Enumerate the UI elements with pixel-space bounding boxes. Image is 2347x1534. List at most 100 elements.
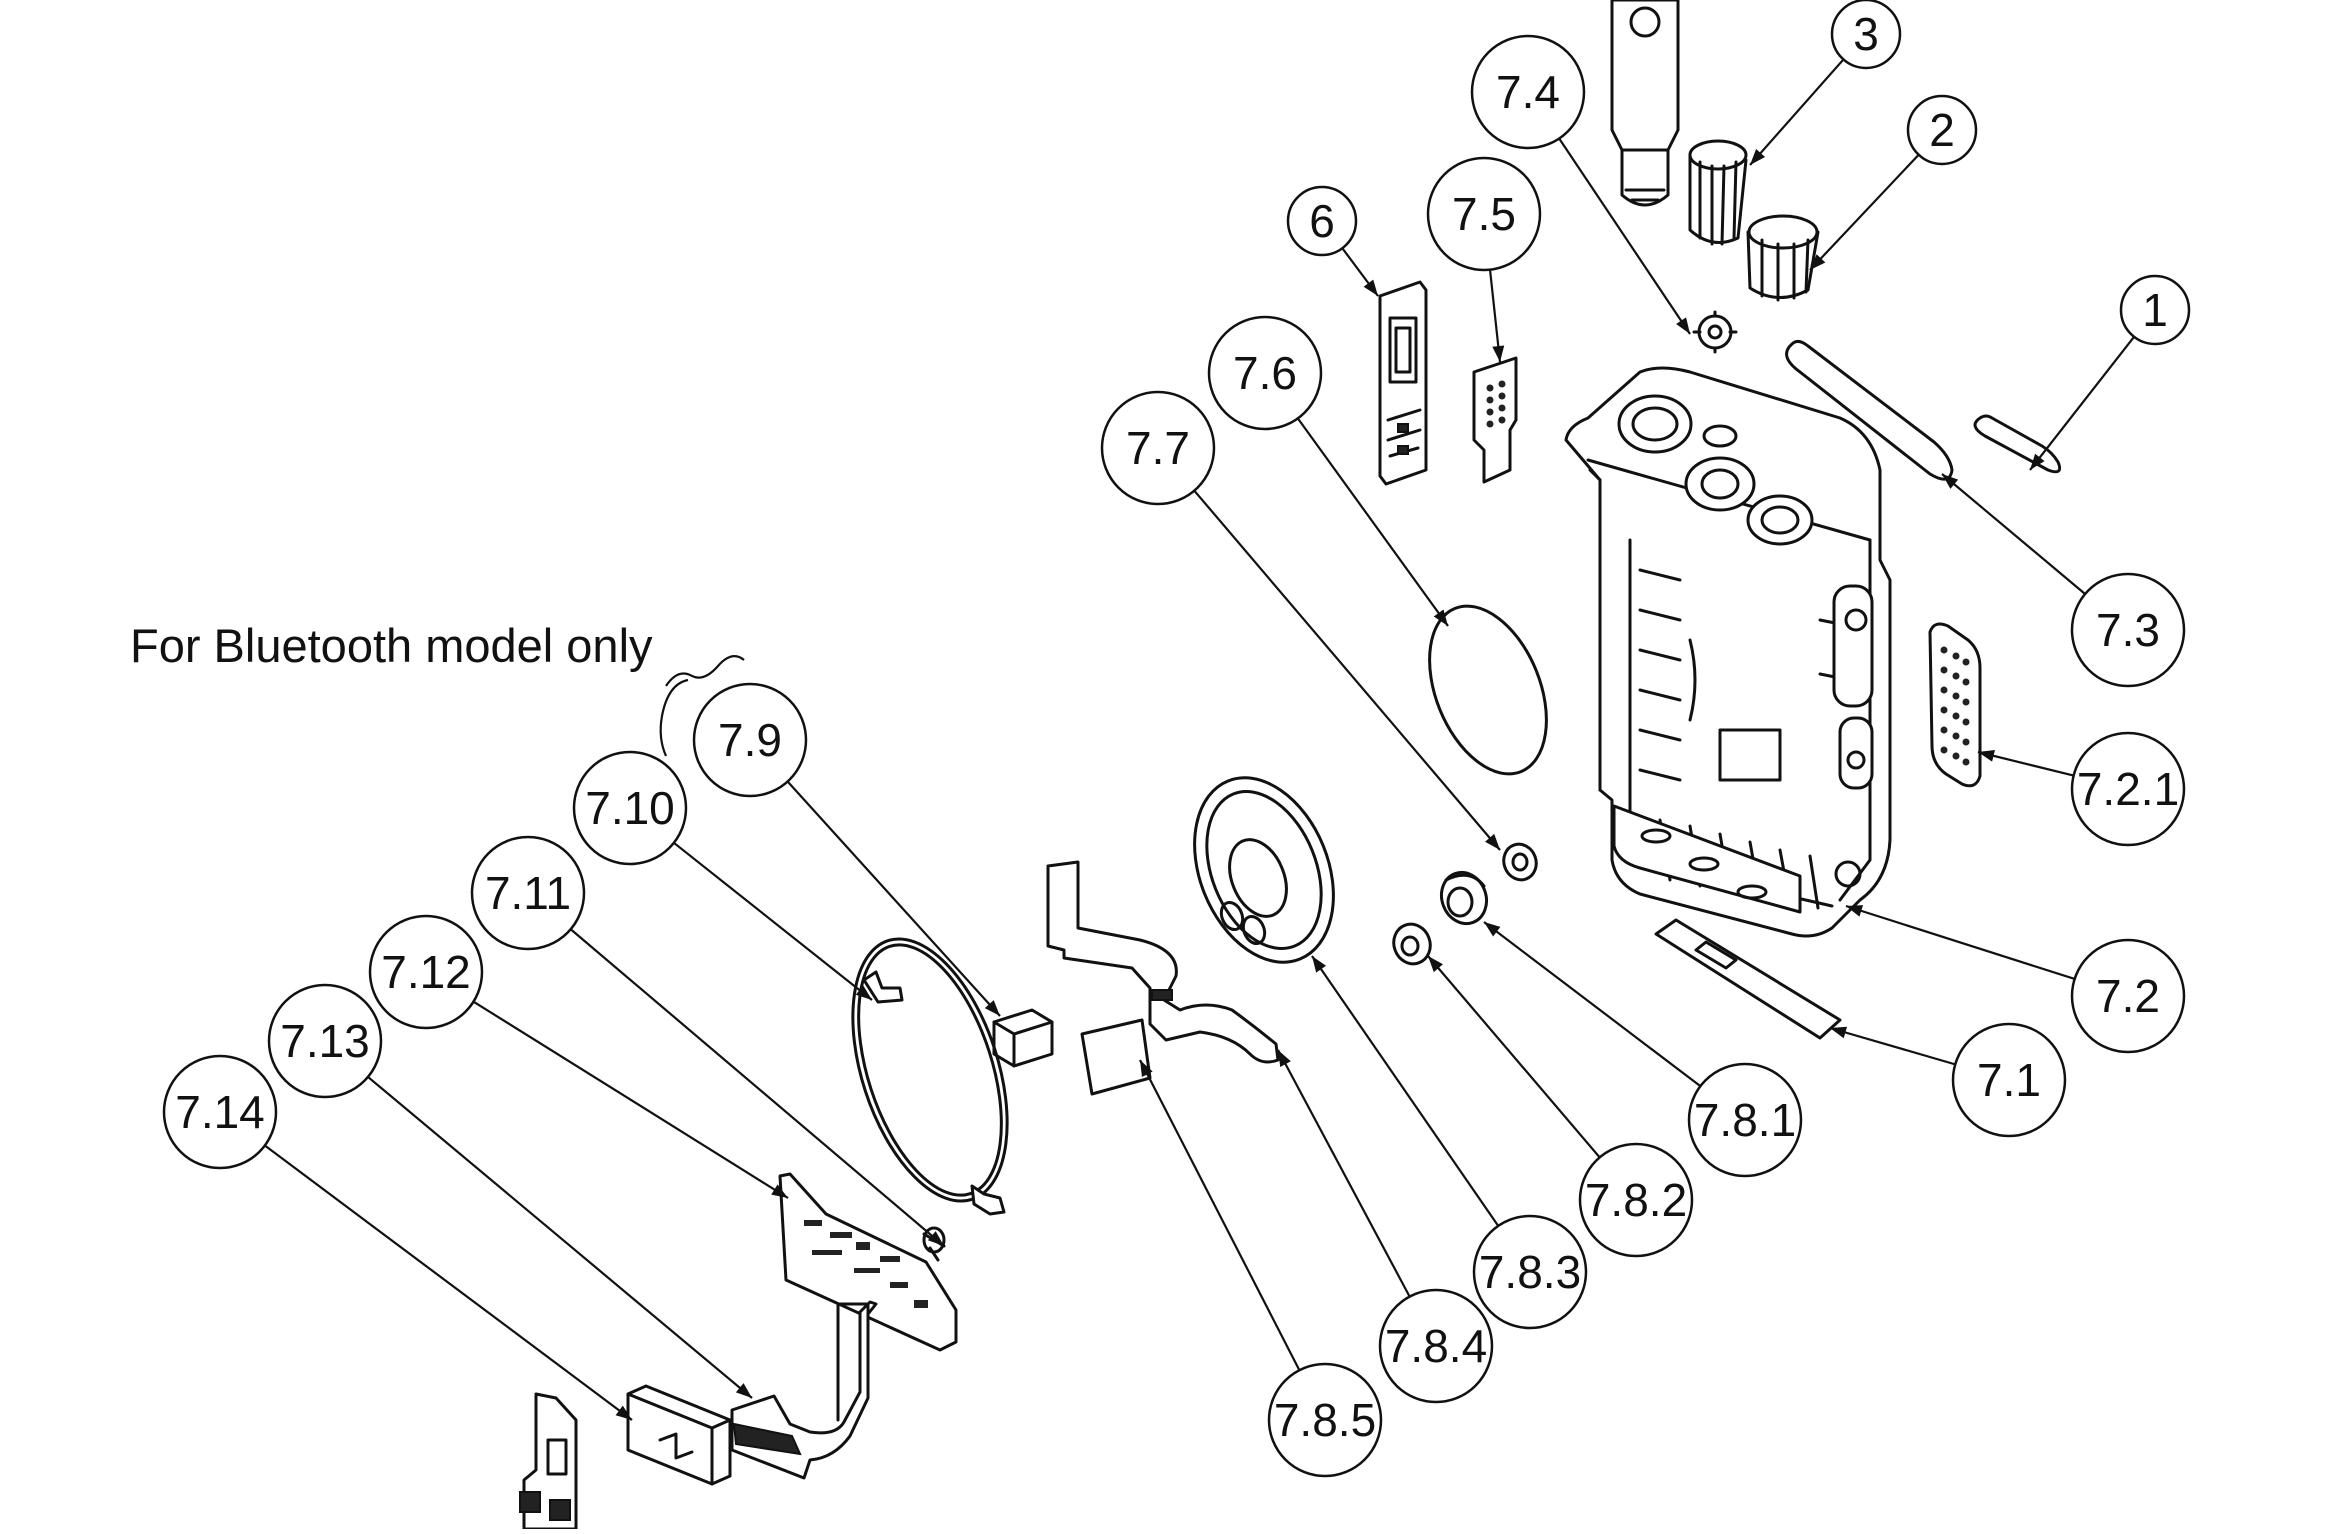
leader-line-7-8-1 — [1483, 921, 1702, 1088]
contact-part-6 — [1378, 280, 1428, 486]
leader-line-7-3 — [1941, 473, 2086, 595]
callout-label: 7.1 — [1977, 1054, 2041, 1106]
leader-line-7-1 — [1829, 1026, 1956, 1066]
bluetooth-caption: For Bluetooth model only — [130, 619, 653, 672]
arrowhead-7-8-1 — [1484, 922, 1501, 937]
callout-label: 7.9 — [718, 714, 782, 766]
callout-circle — [1286, 185, 1358, 257]
leader-line-7-14 — [264, 1144, 633, 1421]
callout-7-4: 7.4 — [1470, 34, 1586, 150]
callout-group: 12367.17.27.2.17.37.47.57.67.77.8.17.8.2… — [162, 0, 2191, 1478]
callout-circle — [1578, 1142, 1694, 1258]
membrane-part-7-6 — [1428, 604, 1548, 776]
callout-7-8-2: 7.8.2 — [1578, 1142, 1694, 1258]
callout-7-14: 7.14 — [162, 1054, 278, 1170]
antenna-part — [1610, 0, 1680, 207]
grommet-part-7-8-2 — [1392, 922, 1432, 966]
callout-circle — [1267, 1362, 1383, 1478]
callout-circle — [572, 750, 688, 866]
arrowhead-2 — [1810, 254, 1826, 270]
ring-part-7-10 — [851, 937, 1009, 1216]
callout-circle — [2070, 731, 2186, 847]
cable-part-7-13 — [730, 1300, 878, 1480]
leader-line-7-4 — [1558, 137, 1691, 335]
leader-lines — [264, 58, 2135, 1421]
callout-7-13: 7.13 — [267, 983, 383, 1099]
leader-line-7-2 — [1845, 904, 2075, 981]
callout-circle — [2070, 572, 2186, 688]
arrowhead-7-14 — [615, 1405, 632, 1420]
speaker-part-7-8-3 — [1193, 776, 1335, 964]
callout-7-8-4: 7.8.4 — [1378, 1288, 1494, 1404]
arrowhead-1 — [2030, 453, 2045, 470]
leader-line-7-7 — [1193, 489, 1501, 851]
pad-part-1 — [1973, 414, 2062, 474]
callout-label: 7.7 — [1126, 422, 1190, 474]
callout-circle — [1830, 0, 1902, 70]
arrowhead-7-10 — [855, 985, 872, 1000]
callout-circle — [1426, 156, 1542, 272]
arrowhead-3 — [1750, 149, 1766, 165]
callout-circle — [2119, 274, 2191, 346]
leader-line-7-13 — [367, 1076, 753, 1399]
pad-part-7-8-5 — [1080, 1018, 1152, 1096]
housing-part-7-2 — [1564, 366, 1892, 938]
bracket-part — [519, 1392, 578, 1531]
callout-label: 7.10 — [585, 782, 675, 834]
callout-label: 7.6 — [1233, 347, 1297, 399]
callout-label: 7.14 — [175, 1086, 265, 1138]
arrowhead-7-8-3 — [1312, 956, 1327, 973]
callout-1: 1 — [2119, 274, 2191, 346]
callout-3: 3 — [1830, 0, 1902, 70]
gasket-part-7-3 — [1785, 339, 1954, 481]
leader-line-7-11 — [569, 928, 945, 1247]
leader-line-7-12 — [472, 1000, 789, 1199]
callout-label: 7.12 — [381, 946, 471, 998]
arrowhead-7-1 — [1830, 1026, 1848, 1039]
callout-2: 2 — [1906, 94, 1978, 166]
retainer-part-7-4 — [1692, 310, 1738, 354]
callout-7-7: 7.7 — [1100, 390, 1216, 506]
leader-line-7-2-1 — [1977, 750, 2074, 777]
callout-label: 3 — [1853, 8, 1879, 60]
callout-7-8-5: 7.8.5 — [1267, 1362, 1383, 1478]
caption-brace — [659, 655, 745, 757]
leader-line-3 — [1749, 58, 1845, 166]
arrowhead-7-8-5 — [1140, 1060, 1153, 1077]
arrowhead-7-12 — [771, 1184, 788, 1198]
callout-7-2-1: 7.2.1 — [2070, 731, 2186, 847]
callout-7-9: 7.9 — [692, 682, 808, 798]
callout-7-1: 7.1 — [1951, 1022, 2067, 1138]
leader-line-2 — [1809, 153, 1920, 271]
callout-label: 7.8.2 — [1585, 1174, 1687, 1226]
leader-line-7-9 — [786, 780, 1001, 1017]
callout-label: 7.13 — [280, 1015, 370, 1067]
knob-part-2 — [1746, 214, 1820, 302]
callout-label: 7.8.3 — [1479, 1246, 1581, 1298]
knob-part-3 — [1688, 139, 1748, 246]
callout-label: 7.8.1 — [1694, 1094, 1796, 1146]
callout-circle — [1951, 1022, 2067, 1138]
arrowhead-7-5 — [1492, 345, 1505, 362]
arrowhead-7-8-2 — [1428, 956, 1443, 973]
callout-circle — [1472, 1214, 1588, 1330]
callout-circle — [470, 835, 586, 951]
leader-line-7-8-5 — [1139, 1059, 1301, 1371]
callout-circle — [1906, 94, 1978, 166]
callout-circle — [2070, 938, 2186, 1054]
leader-line-7-10 — [673, 841, 873, 1001]
callout-7-12: 7.12 — [368, 914, 484, 1030]
arrowhead-7-2-1 — [1978, 750, 1995, 762]
arrowhead-7-9 — [984, 1000, 1000, 1016]
leader-line-1 — [2029, 336, 2135, 471]
callout-7-8-3: 7.8.3 — [1472, 1214, 1588, 1330]
arrowhead-6 — [1363, 279, 1378, 296]
leader-line-7-8-4 — [1277, 1049, 1411, 1298]
arrowhead-7-6 — [1433, 609, 1448, 626]
washer-part-7-7 — [1502, 842, 1538, 882]
callout-label: 2 — [1929, 104, 1955, 156]
callout-label: 7.3 — [2096, 604, 2160, 656]
label-part-7-1 — [1654, 918, 1842, 1040]
callout-label: 7.2 — [2096, 970, 2160, 1022]
arrowhead-7-13 — [735, 1383, 752, 1398]
